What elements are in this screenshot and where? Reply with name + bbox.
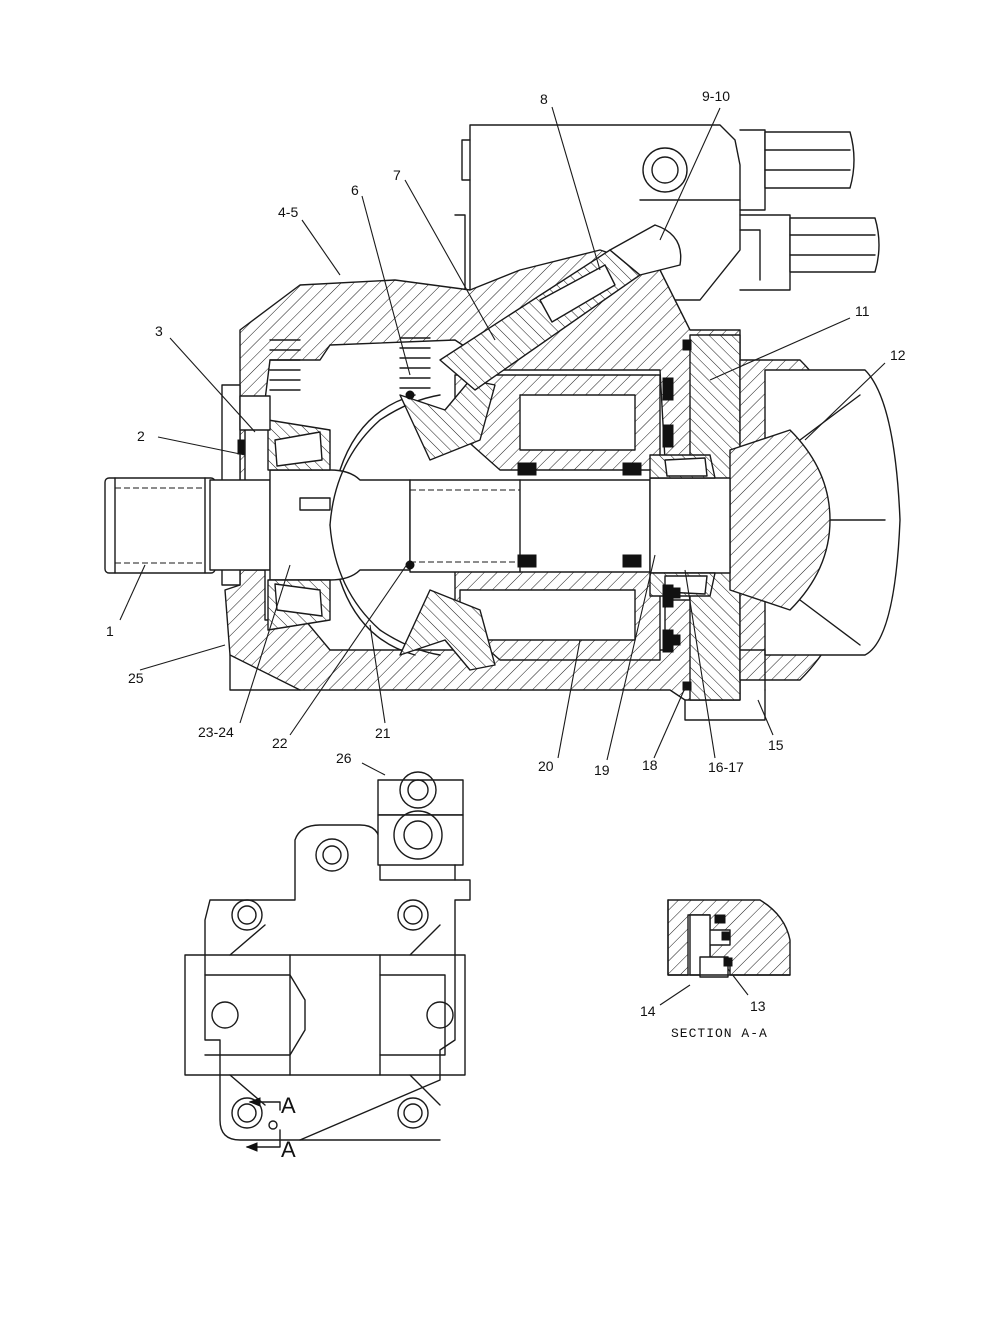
cylinder-barrel	[429, 374, 661, 661]
callout-19: 19	[594, 762, 610, 778]
callout-2: 2	[137, 428, 145, 444]
compensator-springs	[239, 337, 431, 431]
callout-13: 13	[750, 998, 766, 1014]
front-bearing	[267, 419, 331, 631]
control-piston	[439, 224, 682, 391]
callout-4-5: 4-5	[278, 204, 298, 220]
leader-lines	[119, 106, 886, 1006]
callout-labels: 1 2 3 4-5 6 7 8 9-10 11 12 13 14 15 16-1…	[106, 88, 906, 1162]
callout-18: 18	[642, 757, 658, 773]
control-valve-block	[454, 124, 880, 301]
callout-9-10: 9-10	[702, 88, 730, 104]
callout-15: 15	[768, 737, 784, 753]
main-cross-section	[104, 124, 901, 721]
callout-7: 7	[393, 167, 401, 183]
section-marker-top: A	[281, 1093, 296, 1118]
callout-14: 14	[640, 1003, 656, 1019]
callout-22: 22	[272, 735, 288, 751]
section-marker-bottom: A	[281, 1137, 296, 1162]
callout-21: 21	[375, 725, 391, 741]
callout-11: 11	[855, 303, 870, 319]
callout-6: 6	[351, 182, 359, 198]
callout-1: 1	[106, 623, 114, 639]
callout-20: 20	[538, 758, 554, 774]
callout-3: 3	[155, 323, 163, 339]
rear-cover-item-12	[729, 369, 901, 656]
swash-plate	[329, 379, 496, 671]
callout-8: 8	[540, 91, 548, 107]
callout-25: 25	[128, 670, 144, 686]
callout-26: 26	[336, 750, 352, 766]
seals	[237, 339, 692, 691]
section-a-a-detail	[667, 899, 791, 978]
callout-12: 12	[890, 347, 906, 363]
section-a-a-caption: SECTION A-A	[671, 1026, 768, 1041]
pump-end-view	[184, 771, 471, 1152]
callout-16-17: 16-17	[708, 759, 744, 775]
callout-23-24: 23-24	[198, 724, 234, 740]
